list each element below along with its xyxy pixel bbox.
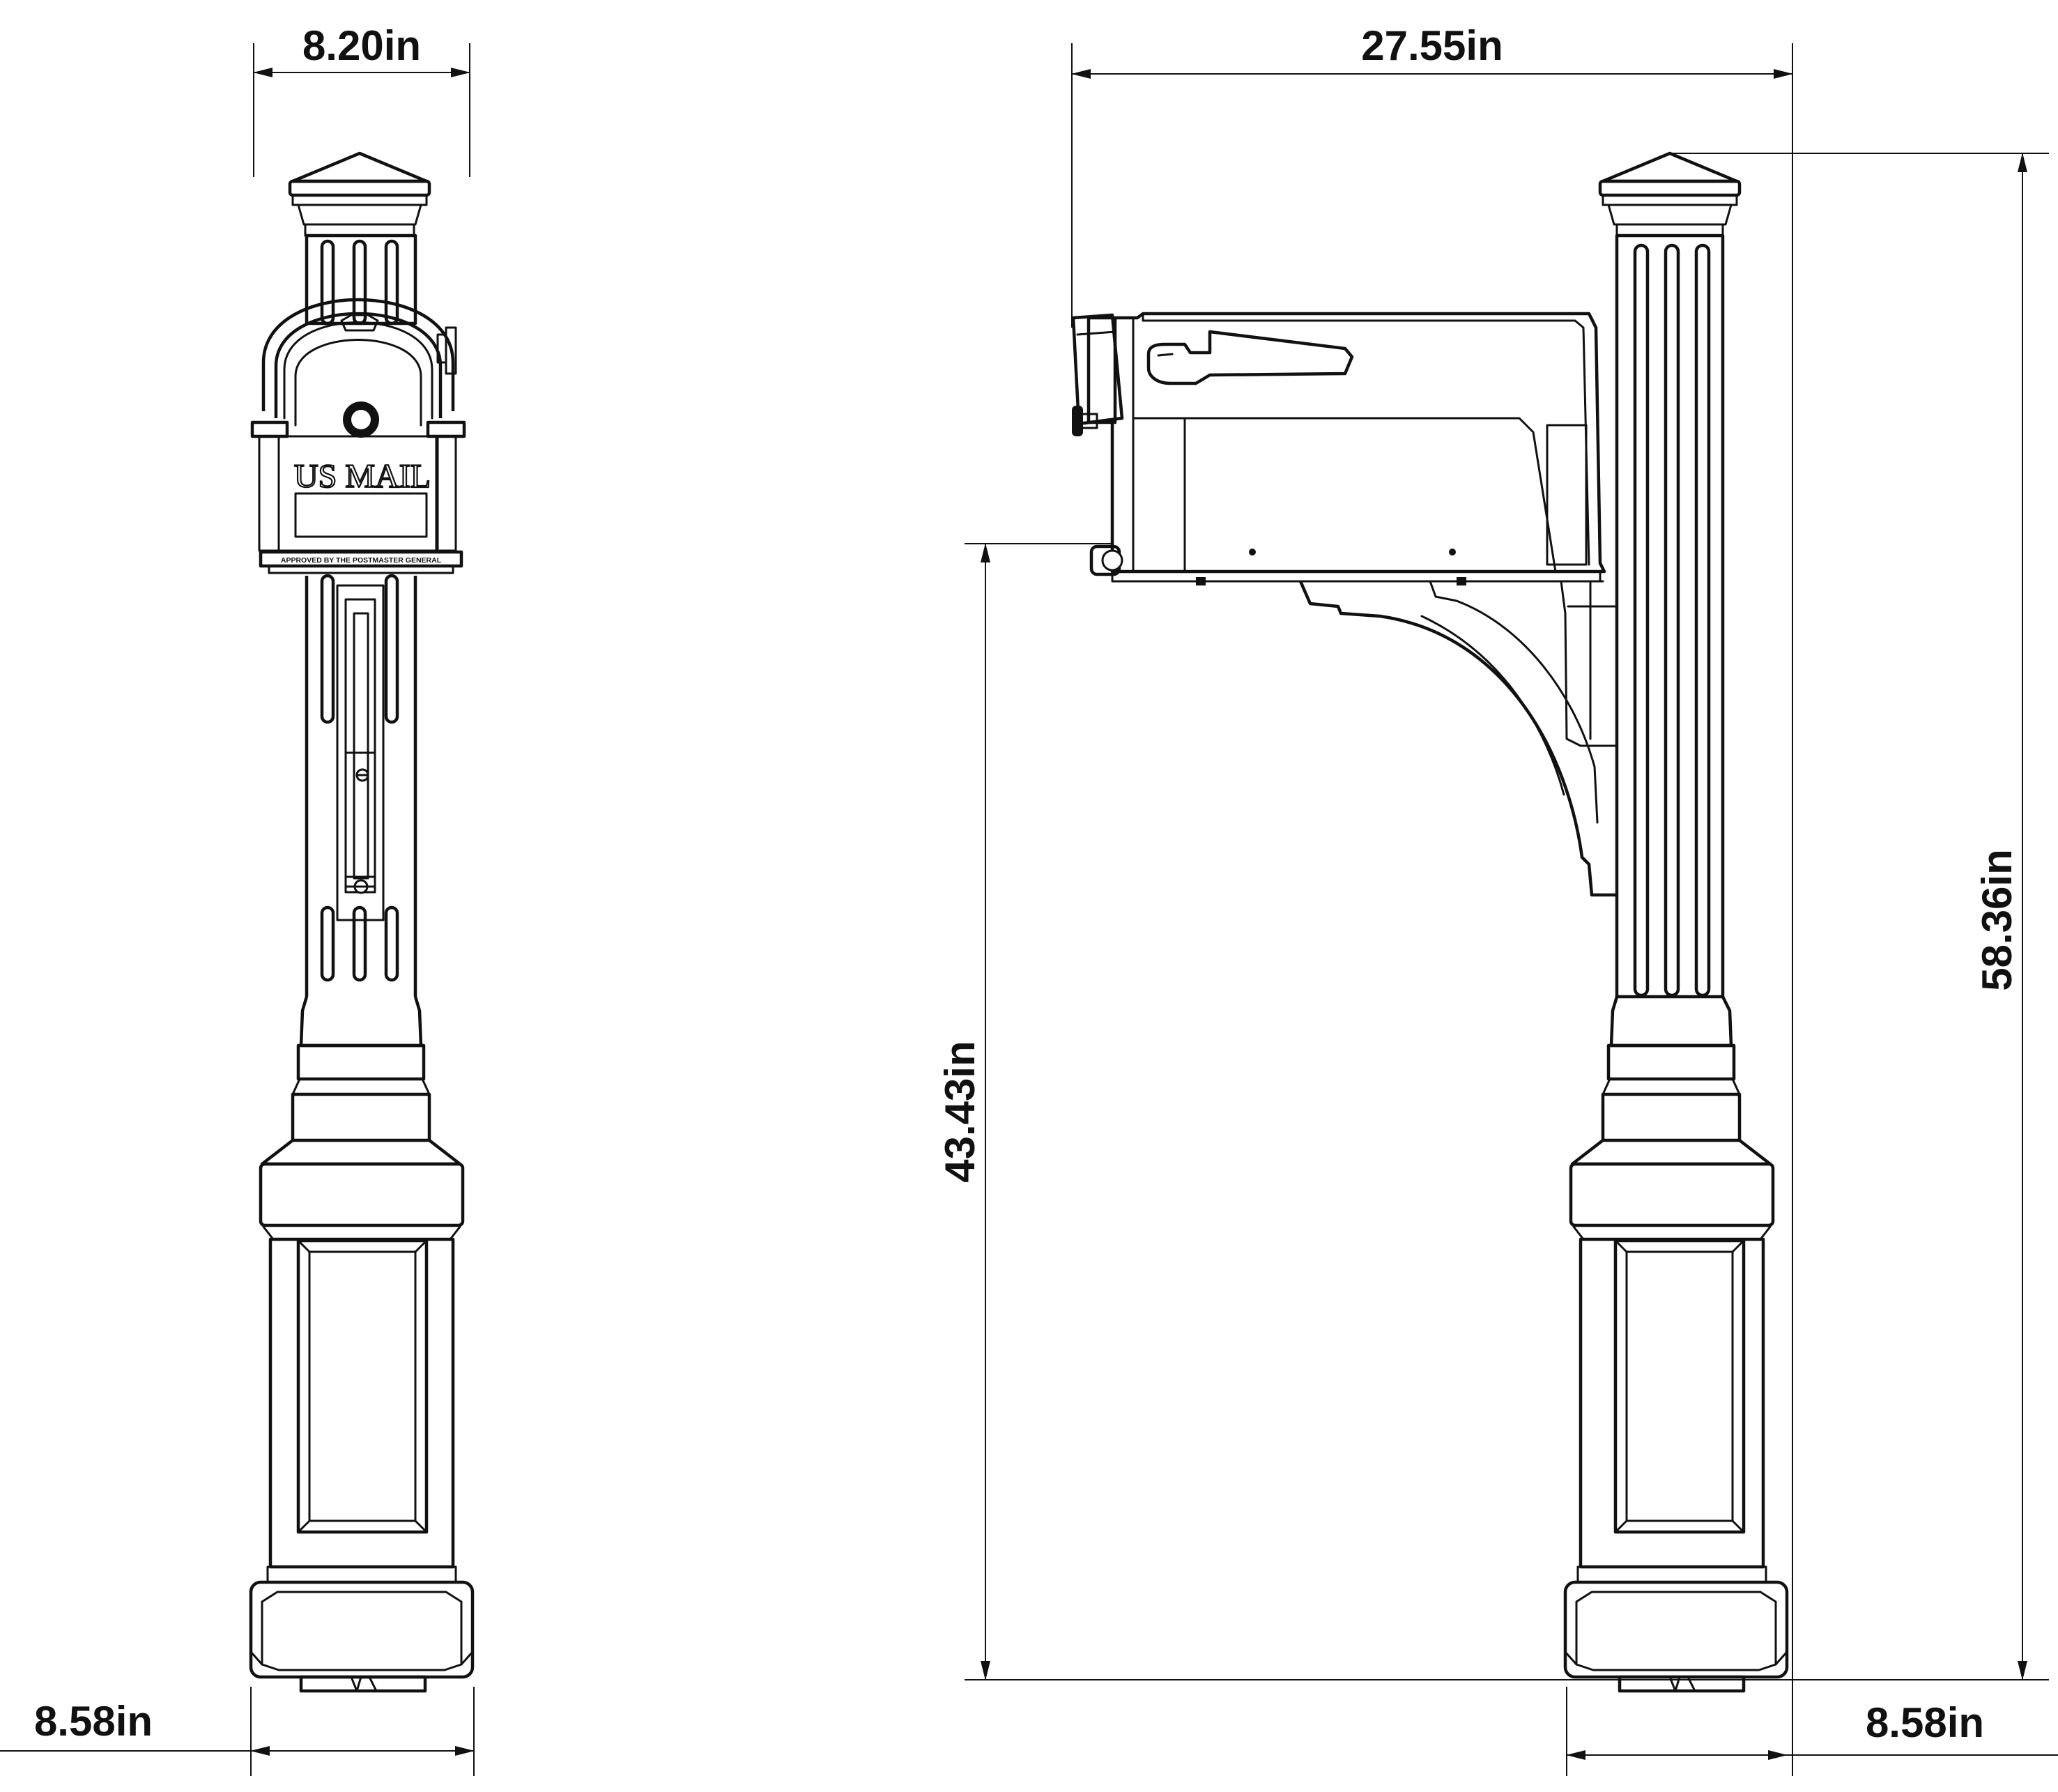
dim-front-top-width: 8.20in (253, 22, 470, 177)
dim-front-base-width: 8.58in (0, 1687, 475, 1776)
front-post-pedestal (259, 1162, 465, 1569)
dim-side-overall-width-label: 27.55in (1361, 22, 1503, 69)
dim-side-overall-height-label: 58.36in (1974, 849, 2020, 990)
front-mailbox-approval-text: APPROVED BY THE POSTMASTER GENERAL (281, 556, 442, 565)
dim-side-overall-width: 27.55in (1071, 22, 1793, 1776)
dim-side-box-height: 43.43in (937, 543, 1787, 1680)
dim-side-box-height-label: 43.43in (937, 1041, 983, 1182)
front-mailbox-handle (343, 401, 379, 438)
side-mailbox (1071, 312, 1606, 585)
front-post-collar (260, 996, 462, 1166)
side-post-pedestal (1569, 1162, 1775, 1569)
dim-front-base-width-label: 8.58in (34, 1698, 153, 1745)
front-post-shaft-middle (305, 574, 417, 997)
side-post-base (1563, 1565, 1789, 1693)
dim-front-top-width-label: 8.20in (302, 22, 421, 69)
front-post-shaft-upper (305, 233, 417, 326)
side-post-cap (1598, 151, 1742, 237)
side-mailbox-bracket (1298, 580, 1618, 897)
dim-side-base-width: 8.58in (1566, 1687, 2058, 1776)
front-mailbox-door-text: US MAIL (294, 458, 431, 495)
front-post-cap (288, 151, 431, 237)
side-mailbox-flag (1146, 330, 1354, 385)
side-mailbox-knob (1072, 406, 1098, 436)
side-post-collar (1570, 995, 1772, 1166)
dim-side-overall-height: 58.36in (1670, 153, 2049, 1680)
side-view (1071, 151, 1789, 1693)
side-post-shaft (1615, 233, 1725, 999)
front-post-base (249, 1565, 475, 1693)
front-view: US MAIL APPROVED BY THE POSTMASTER GENER… (249, 151, 475, 1693)
front-mailbox: US MAIL APPROVED BY THE POSTMASTER GENER… (250, 298, 466, 574)
dim-side-base-width-label: 8.58in (1866, 1699, 1984, 1746)
